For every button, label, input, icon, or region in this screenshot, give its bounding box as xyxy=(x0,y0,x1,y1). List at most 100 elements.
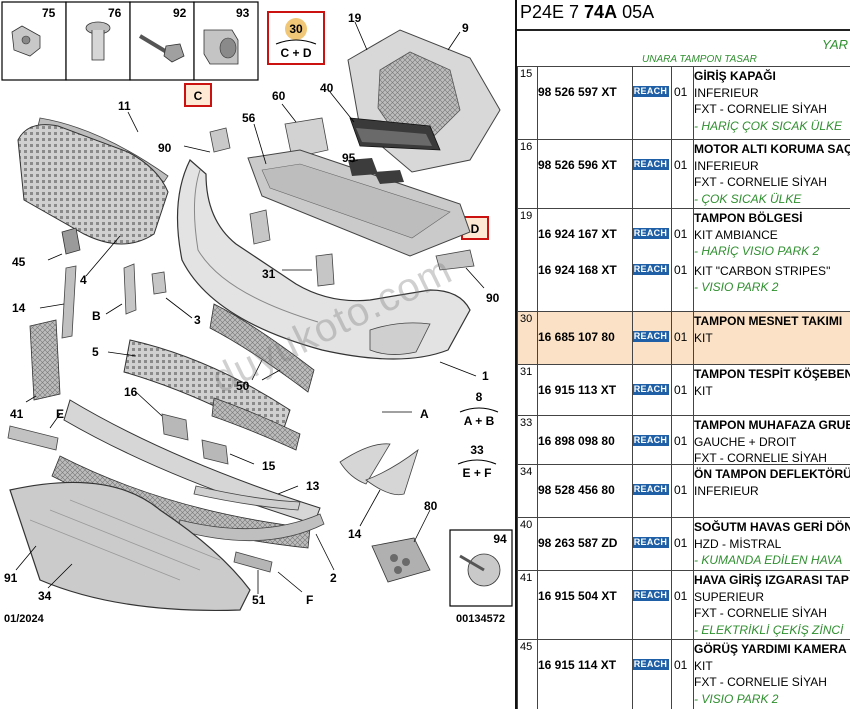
callout-4: 4 xyxy=(80,273,87,287)
part-a-trim[interactable] xyxy=(339,443,419,496)
part-3-cap[interactable] xyxy=(151,271,167,295)
panel-divider xyxy=(515,0,517,709)
part-50-grille-insert[interactable] xyxy=(209,303,315,451)
part-number[interactable]: 16 924 168 XT xyxy=(538,263,617,277)
part-90-bracket-lower[interactable] xyxy=(435,249,475,271)
part-2-lower-trim[interactable] xyxy=(177,513,325,542)
fastener-box-92[interactable]: 92 xyxy=(129,1,195,81)
description-line: FXT - CORNELIE SİYAH xyxy=(694,451,827,465)
description-line: - HARİÇ VISIO PARK 2 xyxy=(694,244,820,258)
callout-3: 3 xyxy=(194,313,201,327)
fastener-box-75[interactable]: 75 xyxy=(1,1,67,81)
part-ref: 40 xyxy=(520,519,533,531)
quantity: 01 xyxy=(674,158,688,172)
title-underline xyxy=(517,29,850,31)
callout-41: 41 xyxy=(10,407,24,421)
part-16-inserts[interactable] xyxy=(161,413,229,465)
part-13-strip[interactable] xyxy=(193,485,301,511)
quantity: 01 xyxy=(674,536,688,550)
kit-callout-33[interactable]: 33 E + F xyxy=(457,443,497,480)
callout-90: 90 xyxy=(158,141,172,155)
description-line: ÖN TAMPON DEFLEKTÖRÜ xyxy=(694,467,850,481)
part-number[interactable]: 16 915 113 XT xyxy=(538,383,617,397)
quantity: 01 xyxy=(674,263,688,277)
diagram-date: 01/2024 xyxy=(4,613,45,625)
quantity: 01 xyxy=(674,589,688,603)
part-94-box[interactable]: 94 xyxy=(449,529,513,607)
part-45-camera[interactable] xyxy=(61,227,81,255)
part-number[interactable]: 16 898 098 80 xyxy=(538,434,615,448)
kit-callout-8[interactable]: 8 A + B xyxy=(459,390,499,428)
description-line: - ELEKTRİKLİ ÇEKİŞ ZİNCİ xyxy=(694,622,844,637)
part-1-bumper-cover[interactable] xyxy=(176,159,471,360)
column-line xyxy=(693,66,694,709)
reach-badge: REACH xyxy=(632,659,669,670)
part-e-strip[interactable] xyxy=(7,425,59,451)
callout-14b: 14 xyxy=(348,527,362,541)
part-number[interactable]: 16 915 114 XT xyxy=(538,658,617,672)
part-41-side-grille[interactable] xyxy=(29,319,61,401)
part-number[interactable]: 16 924 167 XT xyxy=(538,227,617,241)
description-line: TAMPON MESNET TAKIMI xyxy=(694,314,843,328)
drawing-code: 00134572 xyxy=(456,613,505,625)
description-line: GİRİŞ KAPAĞI xyxy=(694,69,776,83)
part-ref: 45 xyxy=(520,641,533,653)
description-line: HZD - MİSTRAL xyxy=(694,536,782,551)
description-line: KIT AMBIANCE xyxy=(694,227,778,242)
part-40-air-shutter[interactable] xyxy=(349,117,441,151)
reach-badge: REACH xyxy=(632,331,669,342)
column-line xyxy=(632,66,633,709)
column-line xyxy=(671,66,672,709)
part-34-undertray[interactable] xyxy=(9,481,251,611)
part-4-grille[interactable] xyxy=(17,124,169,245)
fastener-92-label: 92 xyxy=(173,6,187,20)
part-number[interactable]: 98 526 597 XT xyxy=(538,85,617,99)
quantity: 01 xyxy=(674,85,688,99)
part-90-bracket-upper[interactable] xyxy=(209,127,231,153)
kit-callout-30[interactable]: 30 C + D xyxy=(267,11,325,65)
callout-80: 80 xyxy=(424,499,438,513)
part-80-clip-kit[interactable] xyxy=(371,537,431,583)
description-line: KIT xyxy=(694,658,713,673)
part-94-label: 94 xyxy=(493,532,507,546)
reach-badge: REACH xyxy=(632,86,669,97)
part-14-strip-left[interactable] xyxy=(61,265,77,339)
part-b-insert[interactable] xyxy=(123,263,137,315)
part-number[interactable]: 98 526 596 XT xyxy=(538,158,617,172)
fastener-93-label: 93 xyxy=(236,6,250,20)
description-line: HAVA GİRİŞ IZGARASI TAP xyxy=(694,573,849,587)
callout-91: 91 xyxy=(4,571,18,585)
part-number[interactable]: 98 528 456 80 xyxy=(538,483,615,497)
callout-e: E xyxy=(56,407,64,421)
part-31-brackets[interactable] xyxy=(249,209,335,287)
marker-d-label: D xyxy=(471,222,480,236)
cut-row-text: UNARA TAMPON TASAR xyxy=(642,54,757,65)
fastener-box-76[interactable]: 76 xyxy=(65,1,131,81)
part-95-clips[interactable] xyxy=(348,158,404,184)
marker-c[interactable]: C xyxy=(184,83,212,107)
part-number[interactable]: 16 685 107 80 xyxy=(538,330,615,344)
part-51-clip[interactable] xyxy=(233,551,273,573)
part-number[interactable]: 98 263 587 ZD xyxy=(538,536,618,550)
part-number[interactable]: 16 915 504 XT xyxy=(538,589,617,603)
part-56-absorber[interactable] xyxy=(247,149,471,257)
fastener-box-93[interactable]: 93 xyxy=(193,1,259,81)
reach-badge: REACH xyxy=(632,590,669,601)
part-60-bracket[interactable] xyxy=(284,117,329,159)
callout-16: 16 xyxy=(124,385,138,399)
part-19-air-guide[interactable] xyxy=(347,29,501,173)
